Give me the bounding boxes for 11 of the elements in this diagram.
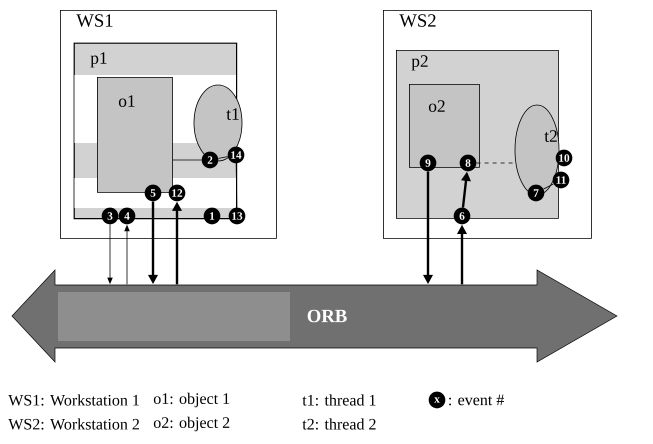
connector-line [543,184,554,190]
legend-text: t2: thread 2 [302,418,376,430]
connector-line [476,162,515,164]
legend-text: WS1: Workstation 1 [8,394,139,406]
connector-line [218,156,228,159]
legend-text: WS2: Workstation 2 [8,418,139,430]
connector-line [236,163,238,208]
legend-text: o2: object 2 [154,416,230,432]
legend-text: t1: thread 1 [302,394,376,406]
legend-text: : event # [449,394,504,406]
legend-text: o1: object 1 [154,392,230,408]
